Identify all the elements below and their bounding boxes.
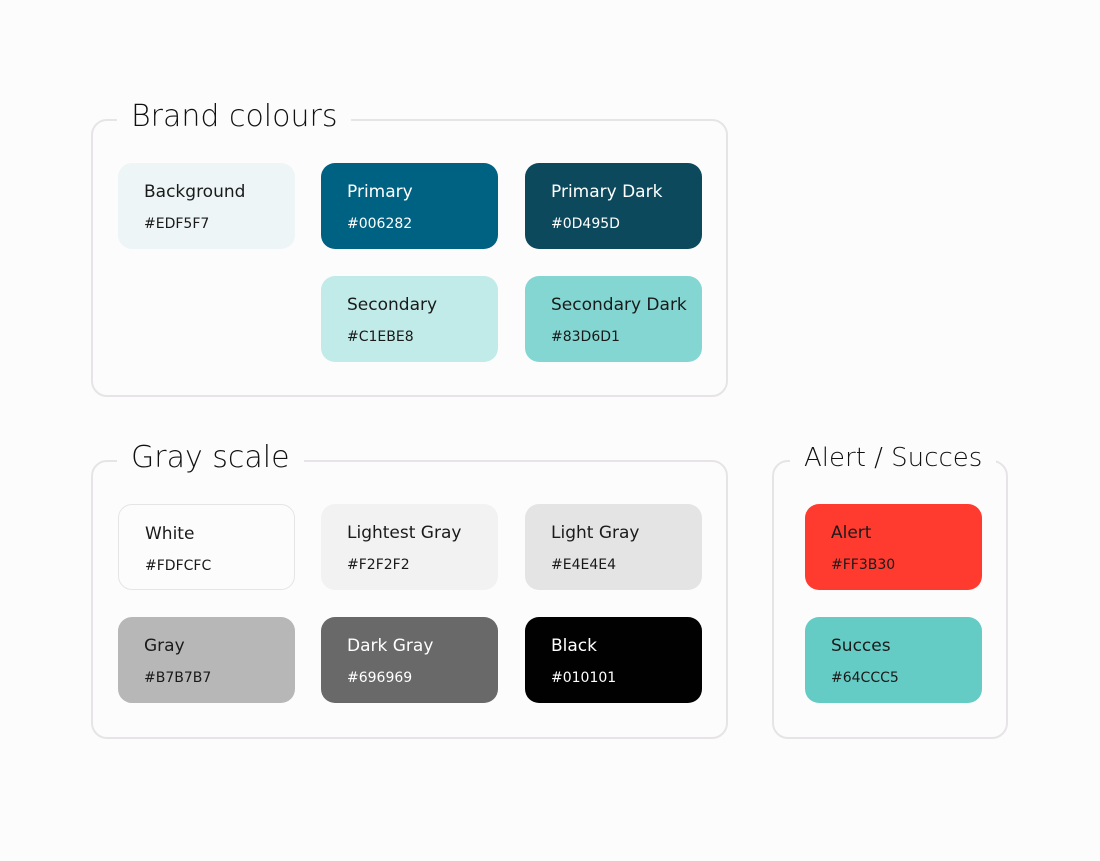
- swatch-dark-gray: Dark Gray #696969: [321, 617, 498, 703]
- swatch-hex: #0D495D: [551, 216, 620, 232]
- brand-colours-title: Brand colours: [117, 94, 352, 140]
- swatch-name: Light Gray: [551, 523, 640, 543]
- swatch-light-gray: Light Gray #E4E4E4: [525, 504, 702, 590]
- gray-scale-title: Gray scale: [117, 435, 304, 481]
- gray-scale-group: Gray scale: [91, 435, 728, 739]
- swatch-hex: #696969: [347, 670, 413, 686]
- swatch-secondary: Secondary #C1EBE8: [321, 276, 498, 362]
- swatch-name: White: [145, 524, 195, 544]
- swatch-primary: Primary #006282: [321, 163, 498, 249]
- swatch-black: Black #010101: [525, 617, 702, 703]
- swatch-hex: #010101: [551, 670, 617, 686]
- swatch-hex: #EDF5F7: [144, 216, 210, 232]
- swatch-hex: #F2F2F2: [347, 557, 410, 573]
- alert-success-title: Alert / Succes: [790, 435, 997, 481]
- swatch-hex: #E4E4E4: [551, 557, 616, 573]
- alert-success-group: Alert / Succes: [772, 435, 1008, 739]
- swatch-primary-dark: Primary Dark #0D495D: [525, 163, 702, 249]
- swatch-white: White #FDFCFC: [118, 504, 295, 590]
- swatch-name: Dark Gray: [347, 636, 434, 656]
- swatch-hex: #64CCC5: [831, 670, 899, 686]
- swatch-name: Black: [551, 636, 597, 656]
- swatch-hex: #B7B7B7: [144, 670, 212, 686]
- swatch-name: Primary Dark: [551, 182, 663, 202]
- swatch-name: Secondary Dark: [551, 295, 687, 315]
- swatch-name: Secondary: [347, 295, 438, 315]
- swatch-name: Alert: [831, 523, 872, 543]
- swatch-name: Gray: [144, 636, 185, 656]
- swatch-hex: #006282: [347, 216, 413, 232]
- swatch-hex: #FF3B30: [831, 557, 896, 573]
- swatch-name: Succes: [831, 636, 891, 656]
- swatch-succes: Succes #64CCC5: [805, 617, 982, 703]
- swatch-name: Primary: [347, 182, 413, 202]
- swatch-hex: #83D6D1: [551, 329, 620, 345]
- swatch-name: Lightest Gray: [347, 523, 462, 543]
- swatch-secondary-dark: Secondary Dark #83D6D1: [525, 276, 702, 362]
- swatch-lightest-gray: Lightest Gray #F2F2F2: [321, 504, 498, 590]
- brand-colours-group: Brand colours: [91, 94, 728, 397]
- swatch-name: Background: [144, 182, 246, 202]
- swatch-hex: #C1EBE8: [347, 329, 414, 345]
- swatch-background: Background #EDF5F7: [118, 163, 295, 249]
- swatch-alert: Alert #FF3B30: [805, 504, 982, 590]
- swatch-hex: #FDFCFC: [145, 558, 212, 574]
- swatch-gray: Gray #B7B7B7: [118, 617, 295, 703]
